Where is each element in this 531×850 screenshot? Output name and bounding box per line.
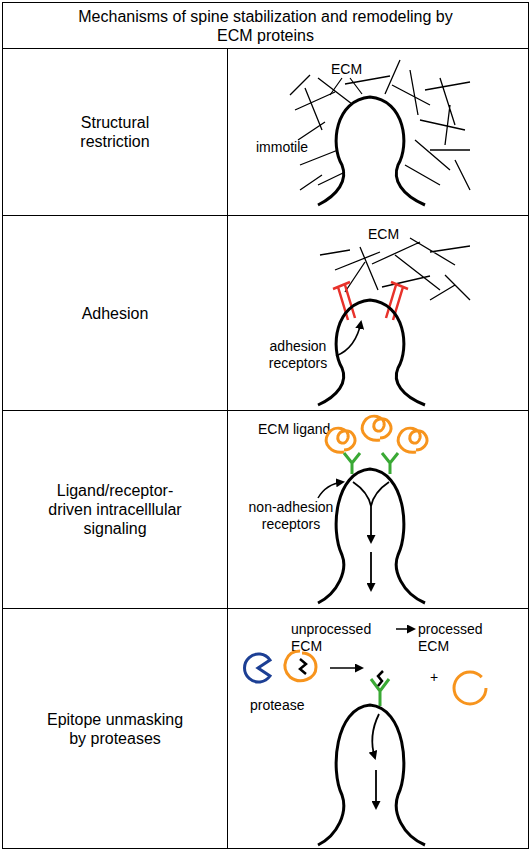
protease-symbol: [245, 654, 270, 682]
illustration-cell: ECM adhesion receptors: [227, 215, 529, 411]
ecm-fibers: [290, 60, 470, 190]
protease-label: protease: [250, 697, 320, 714]
plus-sign: +: [426, 669, 442, 686]
leader-line: [330, 78, 362, 95]
pointer-arrow: [336, 322, 361, 356]
title: Mechanisms of spine stabilization and re…: [66, 7, 466, 45]
ecm-label: ECM: [368, 226, 408, 243]
mechanism-label-cell: Structural restriction: [2, 48, 228, 216]
title-cell: Mechanisms of spine stabilization and re…: [2, 2, 529, 49]
ecm-ligand: [326, 416, 427, 452]
ecm-fibers: [320, 238, 470, 300]
ligand-label: ECM ligand: [258, 421, 348, 438]
dendritic-spine: [318, 705, 425, 845]
process-arrow: [330, 667, 362, 669]
state-label: immotile: [256, 139, 326, 156]
ecm-label: ECM: [331, 61, 371, 78]
mechanism-name: Ligand/receptor-driven intracelllular si…: [45, 481, 185, 538]
signal-arrow: [353, 482, 389, 506]
dendritic-spine: [318, 469, 425, 603]
illustration-cell: ECM ligand non-adhesion receptors: [227, 410, 529, 609]
non-adhesion-receptor: [371, 679, 389, 706]
signal-arrow: [370, 506, 372, 542]
mechanism-label-cell: Ligand/receptor-driven intracelllular si…: [2, 410, 228, 609]
pointer-arrow: [318, 482, 343, 498]
unprocessed-ecm: [285, 651, 316, 681]
mechanism-name: Adhesion: [82, 304, 149, 323]
ecm-epitope: [300, 659, 306, 674]
receptor-label: adhesion receptors: [258, 338, 338, 372]
process-arrow: [396, 628, 414, 630]
mechanism-label-cell: Epitope unmasking by proteases: [2, 608, 228, 849]
non-adhesion-receptor: [344, 453, 398, 474]
mechanism-name: Structural restriction: [45, 113, 185, 151]
signal-arrow: [375, 770, 377, 808]
illustration-cell: unprocessed ECM processed ECM protease +: [227, 608, 529, 849]
illustration-cell: ECM immotile: [227, 48, 529, 216]
mechanism-label-cell: Adhesion: [2, 215, 228, 411]
signal-arrow: [370, 552, 372, 590]
signal-arrow: [372, 714, 379, 758]
mechanism-name: Epitope unmasking by proteases: [45, 710, 185, 748]
dendritic-spine: [318, 97, 425, 205]
ecm-epitope: [378, 671, 383, 686]
receptor-label: non-adhesion receptors: [246, 499, 336, 533]
ecm-label: processed ECM: [418, 621, 493, 655]
ecm-label: unprocessed ECM: [291, 621, 401, 655]
dendritic-spine: [318, 300, 425, 405]
adhesion-receptor: [333, 282, 408, 320]
processed-ecm: [454, 672, 486, 704]
